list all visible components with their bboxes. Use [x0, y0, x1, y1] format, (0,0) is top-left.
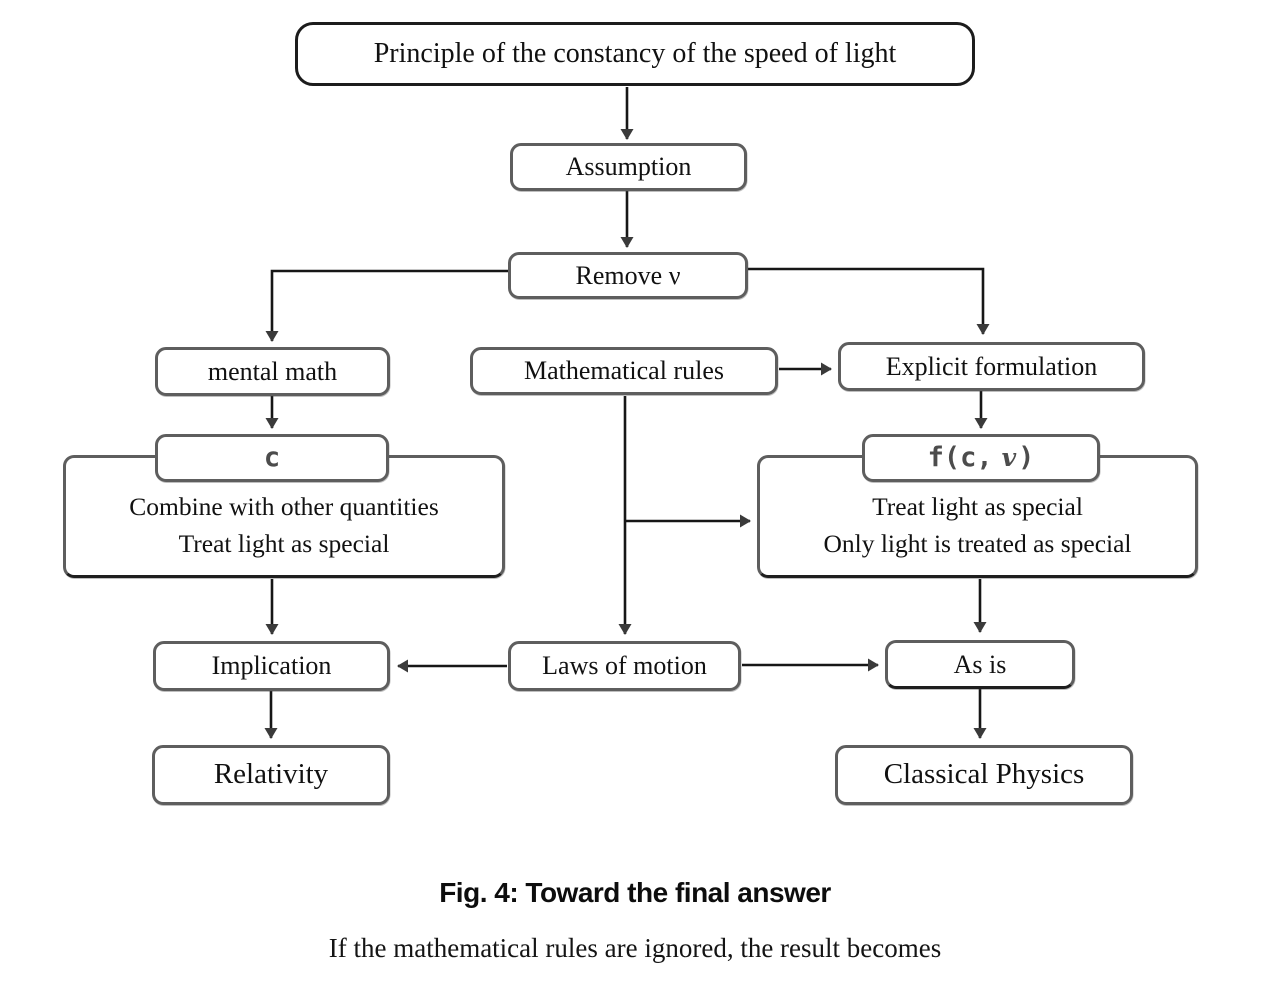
edge-remove-v-explicit-formulation	[748, 267, 990, 335]
figure-caption-title: Fig. 4: Toward the final answer	[439, 877, 831, 908]
node-assumption: Assumption	[510, 143, 747, 191]
f-symbol-variable: v	[1001, 442, 1017, 472]
node-explicit-formulation: Explicit formulation	[838, 342, 1145, 391]
node-mental-math: mental math	[155, 347, 390, 396]
node-classical-physics: Classical Physics	[835, 745, 1133, 805]
node-c-symbol: c	[155, 434, 389, 482]
combine-line-1: Combine with other quantities	[129, 492, 439, 521]
combine-line-2: Treat light as special	[178, 529, 390, 558]
node-implication: Implication	[153, 641, 390, 691]
f-symbol-suffix: )	[1018, 442, 1035, 474]
edge-remove-v-mental-math	[265, 269, 508, 342]
node-principle: Principle of the constancy of the speed …	[295, 22, 975, 86]
node-remove-v: Remove ν	[508, 252, 748, 299]
node-as-is: As is	[885, 640, 1075, 689]
node-f-symbol: f(c, v )	[862, 434, 1100, 482]
node-relativity: Relativity	[152, 745, 390, 805]
figure-caption-subtitle: If the mathematical rules are ignored, t…	[328, 933, 942, 963]
node-mathematical-rules: Mathematical rules	[470, 347, 778, 395]
f-symbol-prefix: f(c,	[927, 442, 993, 474]
special-line-2: Only light is treated as special	[823, 529, 1132, 558]
special-line-1: Treat light as special	[872, 492, 1083, 521]
node-laws-of-motion: Laws of motion	[508, 641, 741, 691]
